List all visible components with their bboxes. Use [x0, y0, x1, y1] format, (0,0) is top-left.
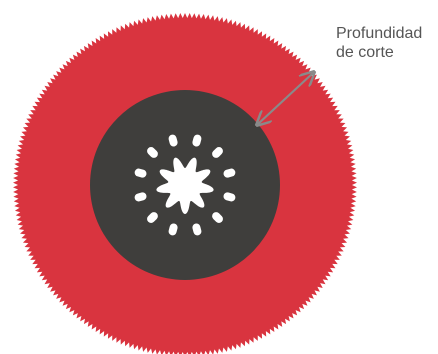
cutting-depth-label: Profundidad de corte — [336, 24, 422, 62]
mount-slot — [192, 223, 202, 236]
mount-slot — [134, 192, 147, 202]
cutting-depth-label-line1: Profundidad — [336, 25, 423, 42]
mount-slot — [212, 147, 223, 158]
cutting-depth-label-line2: de corte — [336, 44, 394, 61]
mount-slot — [147, 147, 158, 158]
mount-slot — [168, 223, 178, 236]
cutting-depth-arrow — [258, 73, 313, 124]
mount-slot — [134, 168, 147, 178]
arbor-mount-star — [156, 157, 214, 214]
mount-slots — [134, 134, 236, 236]
mount-slot — [223, 168, 236, 178]
mount-slot — [212, 212, 223, 223]
mount-slot — [223, 192, 236, 202]
mount-slot — [192, 134, 202, 147]
mount-slot — [147, 212, 158, 223]
mount-slot — [168, 134, 178, 147]
